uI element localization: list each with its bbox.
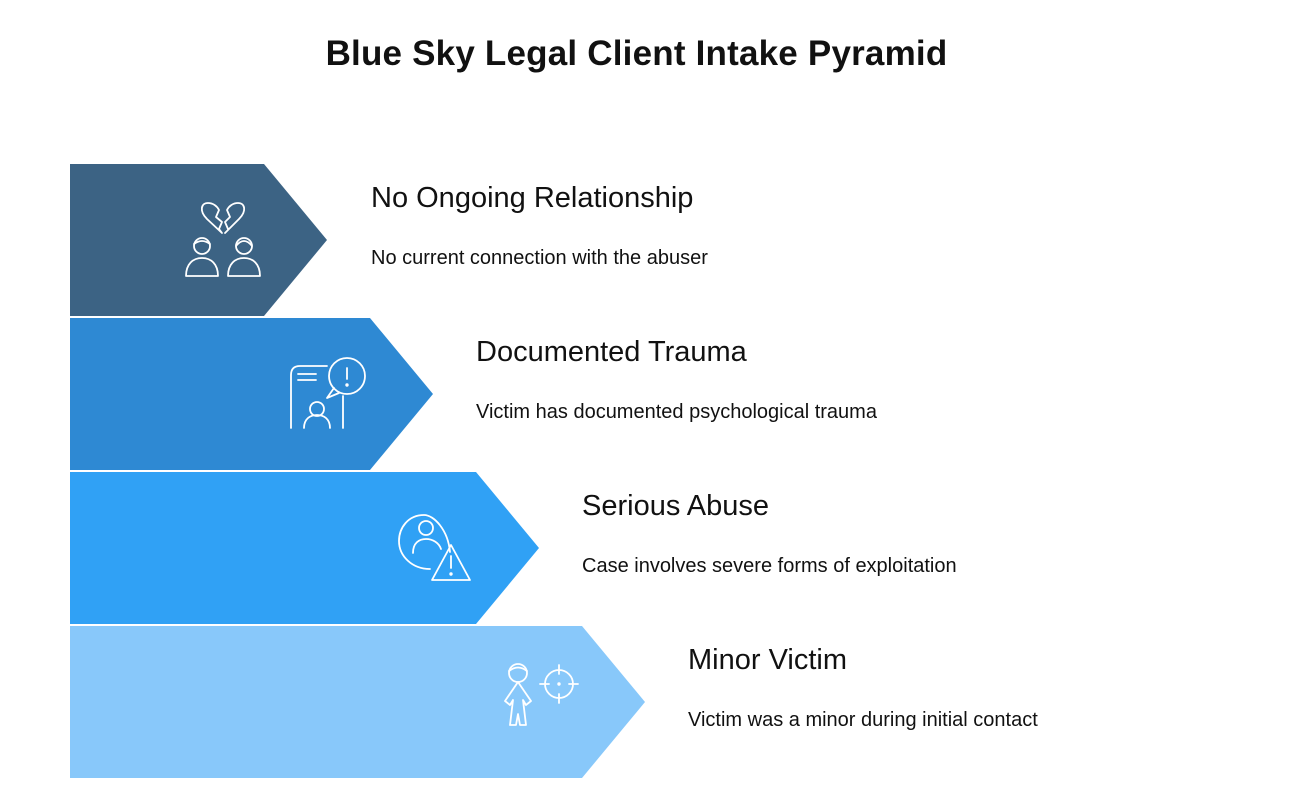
phone-alert-person-icon: [290, 357, 366, 429]
tier-1-description: No current connection with the abuser: [371, 247, 708, 269]
tier-1-arrow[interactable]: [70, 164, 327, 316]
broken-heart-people-icon: [185, 202, 261, 277]
tier-1-heading: No Ongoing Relationship: [371, 182, 694, 214]
tier-3-heading: Serious Abuse: [582, 490, 770, 522]
tier-2-arrow[interactable]: [70, 318, 433, 470]
child-target-icon: [504, 663, 579, 726]
tier-4-description: Victim was a minor during initial contac…: [688, 709, 1038, 731]
person-warning-icon: [398, 514, 471, 581]
tier-4-arrow[interactable]: [70, 626, 645, 778]
tier-4-heading: Minor Victim: [688, 644, 847, 676]
tier-3-arrow[interactable]: [70, 472, 539, 624]
tier-2-heading: Documented Trauma: [476, 336, 747, 368]
tier-3-description: Case involves severe forms of exploitati…: [582, 555, 957, 577]
page-title: Blue Sky Legal Client Intake Pyramid: [325, 34, 948, 73]
tier-2-description: Victim has documented psychological trau…: [476, 401, 877, 423]
